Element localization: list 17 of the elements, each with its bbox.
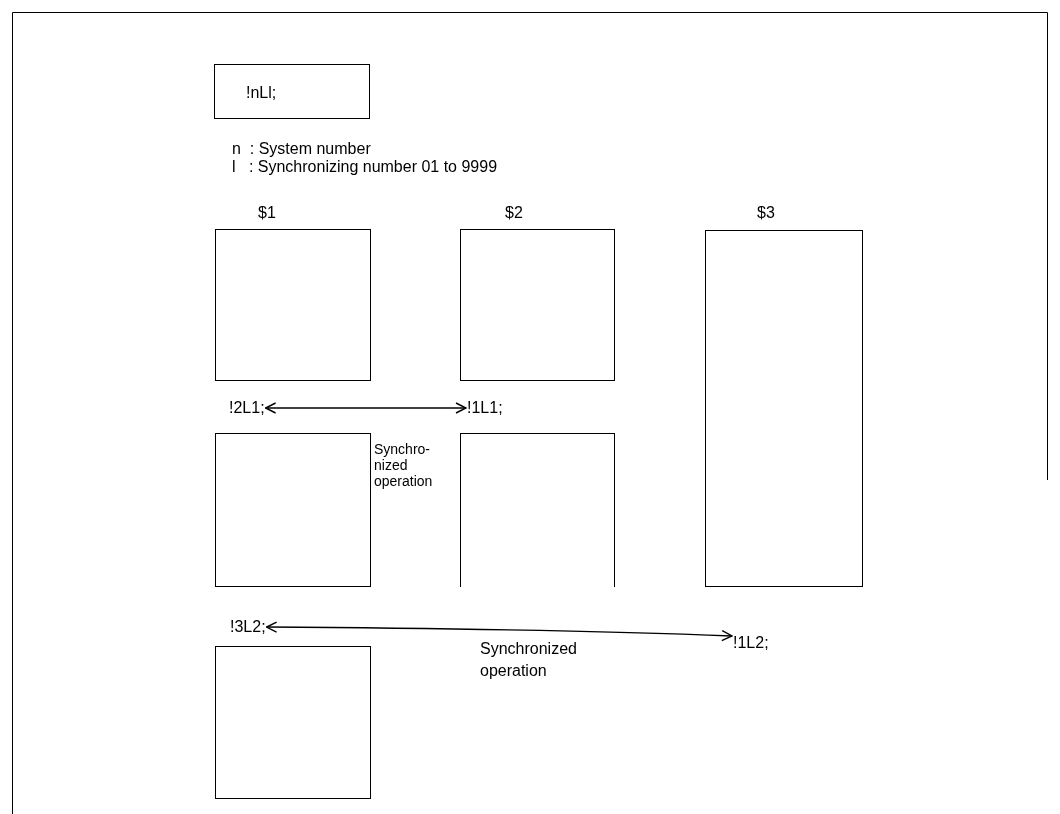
empty-box <box>215 229 371 381</box>
empty-box <box>215 646 371 799</box>
empty-box-open-bottom <box>460 433 615 587</box>
legend-note: l : Synchronizing number 01 to 9999 <box>232 158 498 176</box>
empty-box <box>705 230 863 587</box>
empty-box <box>215 433 371 587</box>
double-arrow <box>265 621 733 642</box>
command-text: !2L1; <box>229 399 265 417</box>
command-text: !3L2; <box>230 618 266 636</box>
double-arrow <box>264 402 467 414</box>
command-text: !1L1; <box>467 399 503 417</box>
command-format: !nLl; <box>246 84 277 101</box>
format-box <box>214 64 370 119</box>
command-text: !1L2; <box>733 634 769 652</box>
empty-box <box>460 229 615 381</box>
legend-note: n : System number <box>232 140 371 158</box>
edge-label: Synchro-nized operation <box>374 441 433 489</box>
